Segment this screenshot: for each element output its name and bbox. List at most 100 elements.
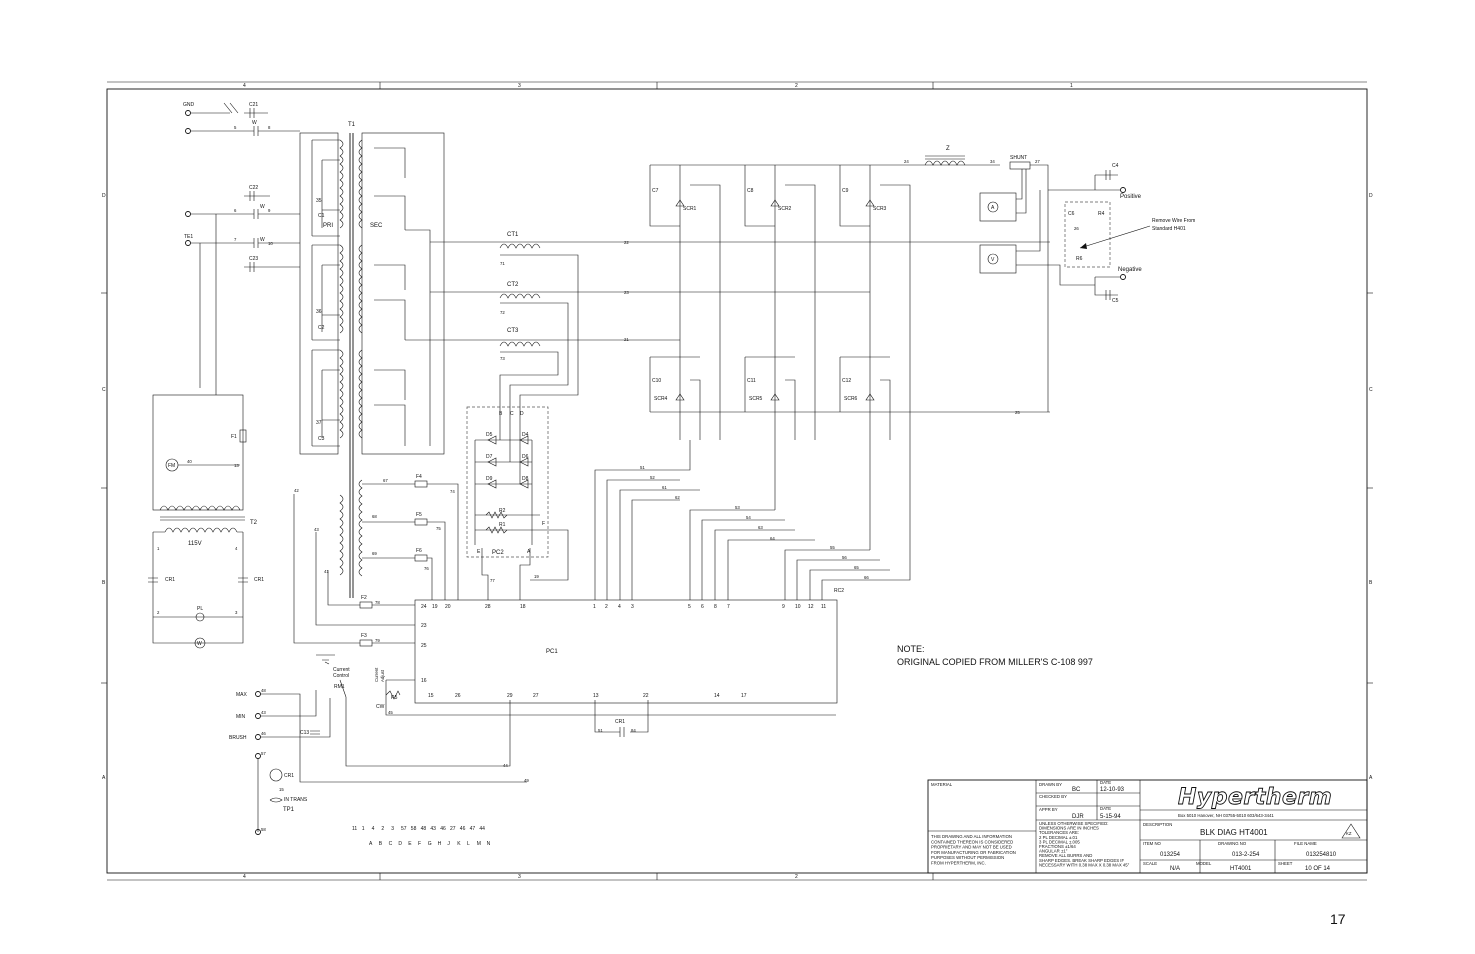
item-no-value: 013254 [1160,852,1181,858]
tolerance-line: 3 PL DECIMAL ±.005 [1039,839,1080,844]
drawing-no-label: DRAWING NO [1218,841,1247,846]
w-label-3: W [260,237,265,243]
legend-wire-number: 57 [401,826,407,832]
svg-text:77: 77 [490,578,495,583]
c11-label: C11 [747,378,756,384]
drawn-by-value: BC [1072,787,1081,793]
svg-text:41: 41 [324,569,329,574]
file-name-value: 013254810 [1306,852,1337,858]
svg-text:40: 40 [187,459,192,464]
c9-label: C9 [842,188,849,194]
svg-text:67: 67 [383,478,388,483]
svg-text:21: 21 [624,337,629,342]
c5-label: C5 [1112,298,1119,304]
svg-text:71: 71 [500,261,505,266]
f1-label: F1 [231,434,237,440]
pc2-pin-f: F [542,521,545,527]
svg-text:62: 62 [675,495,680,500]
pc2-pin-e: E [477,549,481,555]
negative-label: Negative [1118,267,1142,273]
sheet-label: SHEET [1278,861,1293,866]
frame-col-3: 3 [518,83,521,89]
f2-label: F2 [361,595,367,601]
brush-label[interactable]: BRUSH [229,735,247,741]
tolerance-line: ANGULAR ±1° [1039,849,1068,854]
scr6-label: SCR6 [844,396,858,402]
proprietary-line: FROM HYPERTHERM, INC. [931,861,986,866]
c1-label: C1 [318,213,325,219]
svg-text:54: 54 [746,515,751,520]
c13-label: C13 [300,730,309,736]
c23-label: C23 [249,256,258,262]
z-label: Z [946,146,950,152]
legend-wire-number: 3 [391,826,394,832]
r4-label: R4 [1098,211,1105,217]
svg-text:13: 13 [234,463,239,468]
svg-text:64: 64 [770,536,775,541]
svg-text:57: 57 [261,751,266,756]
pri-label: PRI [323,223,333,229]
legend-pin-letter: D [398,841,402,847]
svg-text:73: 73 [500,356,505,361]
scr4-label: SCR4 [654,396,668,402]
legend-wire-number: 46 [440,826,446,832]
positive-label: Positive [1120,194,1142,200]
c2-label: C2 [318,325,325,331]
note-text: ORIGINAL COPIED FROM MILLER'S C-108 997 [897,657,1093,667]
model-value: HT4001 [1230,866,1252,872]
ct2-label: CT2 [507,282,519,288]
gnd-label: GND [183,102,195,108]
legend-pin-letter: L [467,841,470,847]
drawing-frame [101,81,1373,881]
te1-label: TE1 [184,234,193,240]
legend-wire-number: 43 [430,826,436,832]
max-label[interactable]: MAX [236,692,248,698]
pc1-bottom-pin: 26 [455,693,461,699]
svg-text:3: 3 [235,610,238,615]
pc1-top-pin: 11 [821,604,826,610]
svg-text:84: 84 [631,728,636,733]
svg-text:55: 55 [830,545,835,550]
tolerance-line: DIMENSIONS ARE IN INCHES [1039,826,1099,831]
d8-label: D8 [522,476,529,482]
company-logo: Hypertherm [1178,785,1332,810]
svg-text:27: 27 [1035,159,1040,164]
appr-date-value: 5-15-94 [1100,814,1121,820]
remote-controls: Current Control RM1 Current Adjust R5 CW… [229,654,836,835]
drawn-date-value: 12-10-93 [1100,787,1125,793]
d4-label: D4 [522,432,529,438]
svg-text:48: 48 [261,688,266,693]
current-adjust-l2: Adjust [380,669,385,682]
pc2-pin-a: A [527,549,531,555]
pc1-left-pin: 23 [421,623,427,629]
min-label[interactable]: MIN [236,714,246,720]
frame-column-labels: 4 3 2 1 4 3 2 D C B A D C B A [102,83,1373,880]
frame-col-3-bottom: 3 [518,874,521,880]
legend-wire-number: 1 [362,826,365,832]
frame-col-4: 4 [243,83,246,89]
sheet-value: 10 OF 14 [1305,866,1331,872]
frame-row-c: C [102,387,106,393]
tolerance-notes: UNLESS OTHERWISE SPECIFIED:DIMENSIONS AR… [1039,821,1130,867]
pc1-bottom-pin: 22 [643,693,649,699]
drawn-date-label: DATE [1100,780,1111,785]
frame-row-d: D [102,193,106,199]
svg-text:10: 10 [268,241,273,246]
svg-text:8: 8 [268,125,271,130]
svg-text:25: 25 [1015,410,1020,415]
frame-col-2: 2 [795,83,798,89]
svg-text:26: 26 [1074,226,1079,231]
c21-label: C21 [249,102,258,108]
pc1-left-pin: 25 [421,643,427,649]
svg-text:35: 35 [316,198,322,204]
svg-text:43: 43 [314,527,319,532]
cr1-label-a: CR1 [165,577,175,583]
pc1-bottom-pin: 13 [593,693,599,699]
scr-bridge: SCR1 SCR2 SCR3 SCR4 SCR5 SCR6 C7 C8 C9 C… [649,164,1050,440]
pc1-top-pin: 5 [688,604,691,610]
scr5-label: SCR5 [749,396,763,402]
